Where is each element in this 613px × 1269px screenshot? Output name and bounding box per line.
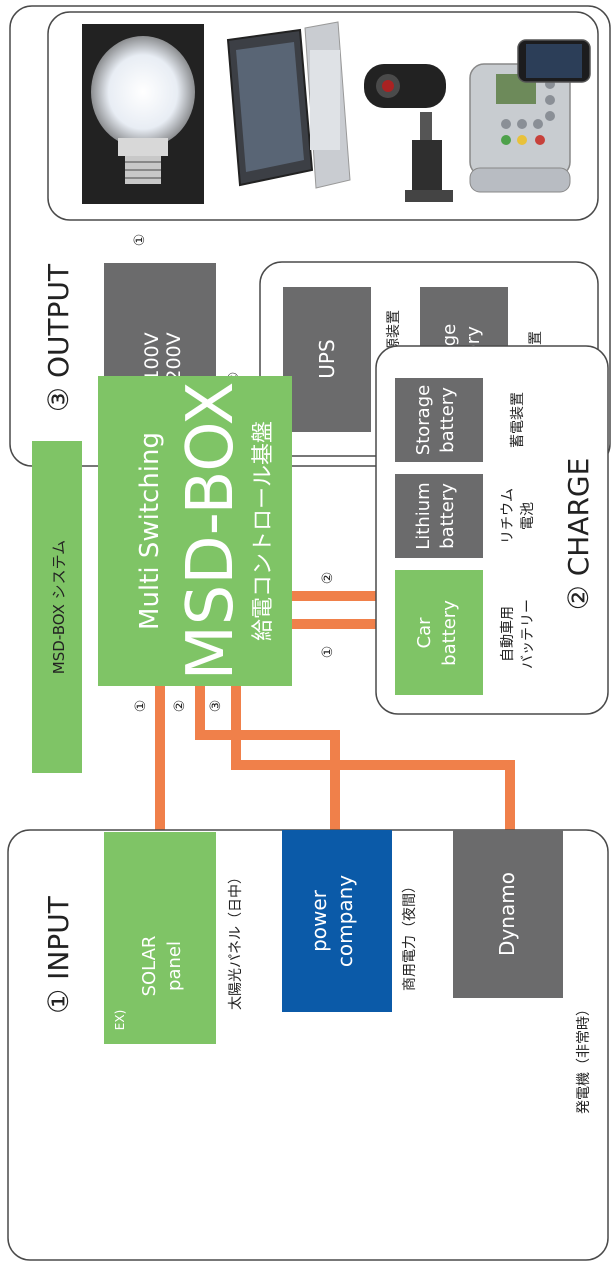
charge-connector-label-1: ① — [320, 646, 336, 659]
device-icons — [82, 21, 591, 204]
dynamo-label: Dynamo — [495, 872, 519, 956]
connector-power — [195, 684, 340, 830]
power-line1: power — [307, 889, 331, 952]
car-battery-caption2: バッテリー — [520, 599, 536, 669]
lithium-battery-line2: battery — [437, 483, 458, 549]
dynamo-caption: 発電機（非常時） — [576, 1002, 592, 1114]
input-heading: ① INPUT — [42, 895, 75, 1014]
solar-caption: 太陽光パネル（日中） — [228, 870, 244, 1010]
ups-label: UPS — [315, 339, 339, 378]
car-battery-line2: battery — [439, 600, 460, 666]
output-heading: ③ OUTPUT — [42, 263, 75, 412]
solar-panel-box — [104, 832, 216, 1044]
laptop-computer-icon — [226, 21, 351, 189]
lithium-battery-box — [395, 474, 483, 558]
title-box — [32, 441, 82, 773]
security-camera-icon — [364, 64, 453, 202]
charge-storage-line1: Storage — [413, 385, 434, 455]
solar-line1: SOLAR — [139, 936, 160, 997]
lithium-battery-line1: Lithium — [413, 482, 434, 549]
input-connector-label-3: ③ — [208, 700, 224, 713]
dynamo-box — [453, 830, 563, 998]
connector-dynamo — [231, 684, 515, 830]
voltage-line2: 200V — [163, 332, 185, 381]
power-caption: 商用電力（夜間） — [402, 879, 418, 991]
car-battery-caption1: 自動車用 — [499, 606, 516, 662]
charge-storage-line2: battery — [437, 387, 458, 453]
voltage-line1: 100V — [141, 332, 163, 381]
charge-connector-label-2: ② — [320, 572, 336, 585]
output-connector-label-1: ① — [132, 234, 148, 247]
input-connector-label-1: ① — [133, 700, 149, 713]
power-line2: company — [333, 875, 357, 967]
lithium-battery-caption1: リチウム — [500, 488, 516, 544]
car-battery-line1: Car — [414, 617, 435, 649]
solar-ex-label: EX) — [113, 1010, 127, 1030]
light-bulb-icon — [82, 24, 204, 204]
title-box-label: MSD-BOX システム — [50, 540, 68, 674]
solar-line2: panel — [164, 941, 185, 991]
msd-box-line2: MSD-BOX — [174, 382, 248, 681]
power-company-box — [282, 830, 392, 1012]
charge-heading: ② CHARGE — [562, 458, 595, 611]
msd-box — [98, 376, 292, 686]
ups-box — [283, 287, 371, 432]
msd-box-line3: 給電コントロール基盤 — [251, 421, 276, 641]
lithium-battery-caption2: 電池 — [520, 502, 536, 530]
telephone-icon — [469, 63, 571, 193]
charge-storage-box — [395, 378, 483, 462]
charge-storage-caption: 蓄電装置 — [510, 392, 526, 448]
input-connector-label-2: ② — [172, 700, 188, 713]
smartphone-icon — [517, 39, 591, 83]
msd-box-line1: Multi Switching — [135, 432, 165, 630]
car-battery-box — [395, 570, 483, 695]
